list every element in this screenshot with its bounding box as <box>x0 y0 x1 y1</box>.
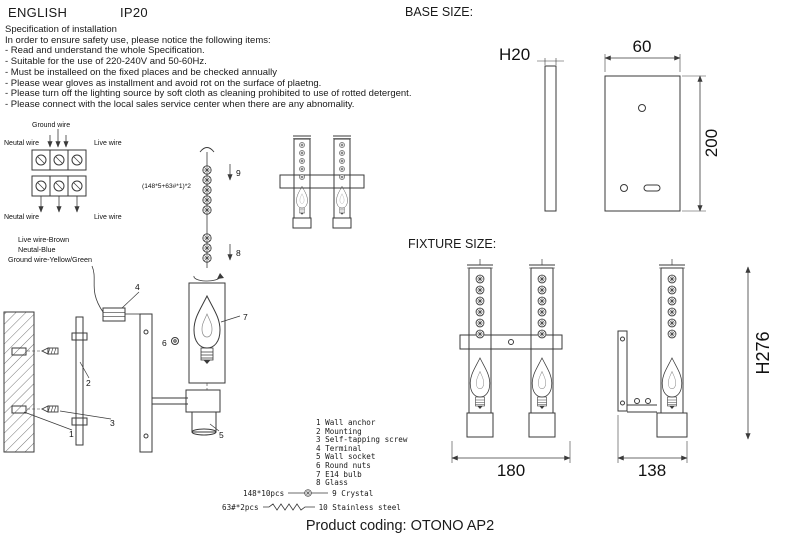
fixture-size-heading: FIXTURE SIZE: <box>408 237 497 251</box>
steel-qty-row: 63#*2pcs 10 Stainless steel <box>222 502 401 512</box>
callout-1: 1 <box>69 429 74 439</box>
base-thickness-label: H20 <box>499 45 530 64</box>
callout-9: 9 <box>236 168 241 178</box>
base-width-label: 60 <box>633 37 652 56</box>
legend-ground-wire: Ground wire-Yellow/Green <box>8 255 92 264</box>
crystal-qty-row: 148*10pcs 9 Crystal <box>243 488 373 498</box>
callout-2: 2 <box>86 378 91 388</box>
crystal-label: 9 Crystal <box>332 488 374 498</box>
specification-title: Specification of installation <box>5 24 117 35</box>
steel-qty: 63#*2pcs <box>222 502 259 512</box>
terminal-connector <box>91 265 140 322</box>
callout-3: 3 <box>110 418 115 428</box>
assembly-diagram: (148*5+63#*1)*2 9 8 7 6 <box>3 147 248 453</box>
wall-hatch <box>3 311 35 453</box>
specification-item: - Please connect with the local sales se… <box>5 98 355 110</box>
steel-wire-icon <box>262 503 315 511</box>
callout-7: 7 <box>243 312 248 322</box>
specification-block: Specification of installation In order t… <box>5 24 415 111</box>
wall-anchor-drawing <box>11 347 27 414</box>
specification-item: - Must be installeed on the fixed places… <box>5 66 277 78</box>
specification-item: - Read and understand the whole Specific… <box>5 45 205 57</box>
base-front-view <box>604 75 681 212</box>
callout-8: 8 <box>236 248 241 258</box>
back-plate <box>139 313 153 453</box>
live-wire-top-label: Live wire <box>94 140 122 147</box>
callout-5: 5 <box>219 430 224 440</box>
base-side-view <box>537 58 564 212</box>
fixture-side-view <box>617 259 688 438</box>
parts-list-item: 7 E14 bulb <box>316 469 362 479</box>
fixture-front-view <box>459 259 563 438</box>
base-height-label: 200 <box>702 129 721 157</box>
specification-intro: In order to ensure safety use, please no… <box>5 34 271 46</box>
parts-list-item: 2 Mounting <box>316 426 362 436</box>
parts-list-item: 1 Wall anchor <box>316 418 376 427</box>
product-coding: Product coding: OTONO AP2 <box>305 518 495 534</box>
parts-list-item: 4 Terminal <box>316 443 362 453</box>
ip-rating-label: IP20 <box>120 5 148 20</box>
callout-6: 6 <box>162 338 167 348</box>
legend-live-wire: Live wire-Brown <box>18 235 69 244</box>
fixture-front-mini-drawing <box>279 135 365 229</box>
base-size-heading: BASE SIZE: <box>405 5 474 19</box>
mounting-strip <box>71 316 88 446</box>
base-size-drawing: H20 60 200 <box>499 37 721 212</box>
fixture-width-side-label: 138 <box>638 461 666 480</box>
ground-wire-top-label: Ground wire <box>32 122 70 129</box>
fixture-height-label: H276 <box>753 331 773 374</box>
callout-4: 4 <box>135 282 140 292</box>
specification-item: - Please wear gloves as installment and … <box>5 77 322 89</box>
neutral-wire-top-label: Neutal wire <box>4 140 39 147</box>
crystal-chain <box>202 165 212 263</box>
parts-list-item: 3 Self-tapping screw <box>316 435 408 445</box>
crystal-strand-icon <box>288 489 329 497</box>
mini-lamp-column <box>292 135 312 229</box>
fixture-size-drawing: 180 138 H276 <box>451 259 773 480</box>
live-wire-bottom-label: Live wire <box>94 214 122 221</box>
wall-socket-drawing <box>152 383 221 436</box>
parts-list: 1 Wall anchor 2 Mounting 3 Self-tapping … <box>316 418 408 488</box>
language-label: ENGLISH <box>8 5 68 20</box>
crystal-qty: 148*10pcs <box>243 488 285 498</box>
screw-drawing <box>27 347 59 413</box>
specification-item: - Suitable for the use of 220-240V and 5… <box>5 56 207 68</box>
parts-list-item: 5 Wall socket <box>316 452 376 462</box>
wiring-diagram: Ground wire Neutal wire Live wire Neutal… <box>4 122 122 264</box>
specification-item: - Please turn off the lighting source by… <box>5 88 412 100</box>
parts-list-item: 8 Glass <box>316 478 349 488</box>
candle-bulb-drawing <box>193 295 221 365</box>
parts-list-item: 6 Round nuts <box>316 460 371 470</box>
legend-neutral-wire: Neutal-Blue <box>18 245 56 254</box>
fixture-width-front-label: 180 <box>497 461 525 480</box>
crystal-count-formula: (148*5+63#*1)*2 <box>142 183 191 190</box>
steel-label: 10 Stainless steel <box>318 502 401 512</box>
neutral-wire-bottom-label: Neutal wire <box>4 214 39 221</box>
mini-lamp-column <box>332 135 352 229</box>
